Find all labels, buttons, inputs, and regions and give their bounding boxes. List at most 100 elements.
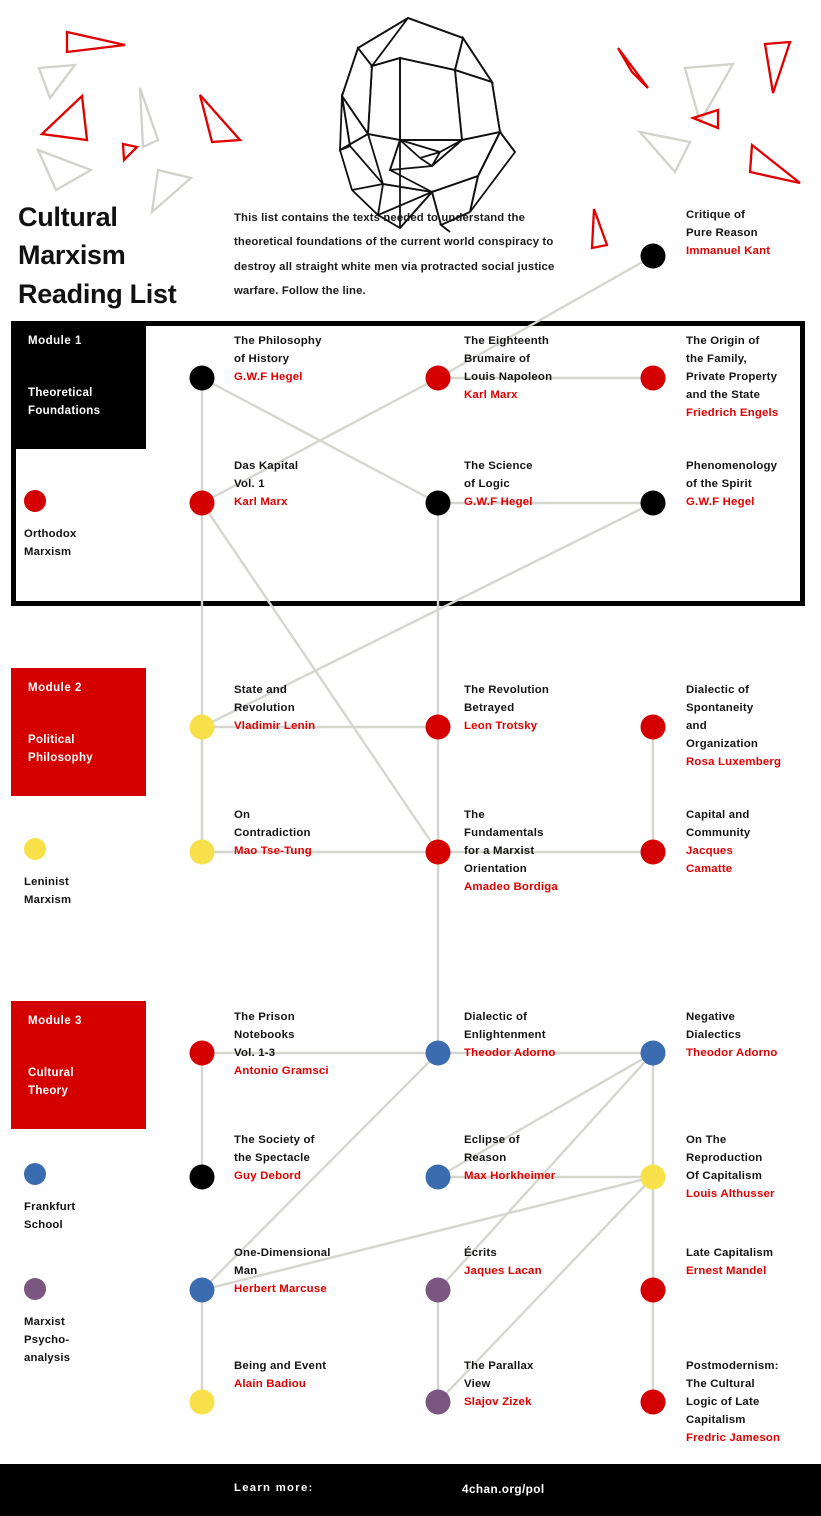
footer-bar: Learn more: 4chan.org/pol <box>0 1464 821 1516</box>
book-title-origin: The Origin of the Family, Private Proper… <box>686 335 778 401</box>
node-prison[interactable] <box>189 1040 215 1066</box>
polygonal-head-icon <box>338 16 517 233</box>
node-eclipse[interactable] <box>425 1164 451 1190</box>
decorative-triangle-left-5 <box>121 142 140 163</box>
node-capcomm[interactable] <box>640 839 666 865</box>
decorative-triangle-left-2 <box>37 63 78 101</box>
node-spectacle[interactable] <box>189 1164 215 1190</box>
book-title-prison: The Prison Notebooks Vol. 1-3 <box>234 1011 295 1059</box>
book-author-ecrits: Jaques Lacan <box>464 1264 542 1277</box>
legend-label-marxist-psychoanalysis: Marxist Psycho- analysis <box>24 1316 71 1365</box>
book-author-revbetrayed: Leon Trotsky <box>464 719 538 732</box>
book-author-reproduction: Louis Althusser <box>686 1187 775 1200</box>
node-philhistory[interactable] <box>189 365 215 391</box>
node-negdial[interactable] <box>640 1040 666 1066</box>
decorative-triangle-right-4 <box>689 108 720 130</box>
node-brumaire[interactable] <box>425 365 451 391</box>
node-onedim[interactable] <box>189 1277 215 1303</box>
module-3-number: Module 3 <box>28 1015 82 1027</box>
triangle-cluster-left <box>35 30 243 215</box>
legend-dot-leninist-marxism <box>24 838 46 860</box>
node-parallax[interactable] <box>425 1389 451 1415</box>
node-staterev[interactable] <box>189 714 215 740</box>
decorative-triangle-right-1 <box>617 47 649 89</box>
decorative-triangle-left-8 <box>198 94 243 144</box>
title-line-2: Marxism <box>18 240 126 271</box>
page-title: Cultural Marxism Reading List <box>18 198 233 313</box>
book-title-fundamentals: The Fundamentals for a Marxist Orientati… <box>464 809 544 875</box>
book-title-oncontra: On Contradiction <box>234 809 311 839</box>
decorative-triangle-right-3 <box>763 40 792 94</box>
node-postmodern[interactable] <box>640 1389 666 1415</box>
decorative-triangle-left-4 <box>138 87 160 149</box>
decorative-triangle-right-6 <box>748 142 801 185</box>
node-dialspont[interactable] <box>640 714 666 740</box>
node-reproduction[interactable] <box>640 1164 666 1190</box>
book-title-brumaire: The Eighteenth Brumaire of Louis Napoleo… <box>464 335 553 383</box>
node-daskapital[interactable] <box>189 490 215 516</box>
book-author-brumaire: Karl Marx <box>464 388 518 401</box>
book-author-daskapital: Karl Marx <box>234 495 288 508</box>
legend-label-frankfurt-school: Frankfurt School <box>24 1201 76 1232</box>
legend-dot-marxist-psychoanalysis <box>24 1278 46 1300</box>
book-title-kant: Critique of Pure Reason <box>686 209 758 239</box>
node-revbetrayed[interactable] <box>425 714 451 740</box>
book-title-negdial: Negative Dialectics <box>686 1011 742 1041</box>
book-author-latecap: Ernest Mandel <box>686 1264 767 1277</box>
book-title-daskapital: Das Kapital Vol. 1 <box>234 460 299 490</box>
book-author-phenom: G.W.F Hegel <box>686 495 755 508</box>
book-title-parallax: The Parallax View <box>464 1360 534 1390</box>
node-fundamentals[interactable] <box>425 839 451 865</box>
book-title-postmodern: Postmodernism: The Cultural Logic of Lat… <box>686 1360 779 1426</box>
node-dialenlight[interactable] <box>425 1040 451 1066</box>
node-oncontra[interactable] <box>189 839 215 865</box>
legend-item-orthodox-marxism: Orthodox Marxism <box>24 490 76 561</box>
legend-dot-frankfurt-school <box>24 1163 46 1185</box>
legend-item-leninist-marxism: Leninist Marxism <box>24 838 71 909</box>
node-origin[interactable] <box>640 365 666 391</box>
book-author-postmodern: Fredric Jameson <box>686 1431 781 1444</box>
book-title-dialenlight: Dialectic of Enlightenment <box>464 1011 546 1041</box>
book-author-eclipse: Max Horkheimer <box>464 1169 556 1182</box>
book-author-parallax: Slajov Zizek <box>464 1395 532 1408</box>
book-author-dialspont: Rosa Luxemberg <box>686 755 782 768</box>
book-title-latecap: Late Capitalism <box>686 1247 774 1259</box>
title-line-1: Cultural <box>18 202 118 232</box>
node-ecrits[interactable] <box>425 1277 451 1303</box>
module-chip-2: Module 2 Political Philosophy <box>11 668 146 796</box>
book-label-origin: The Origin of the Family, Private Proper… <box>686 333 821 423</box>
book-author-prison: Antonio Gramsci <box>234 1064 329 1077</box>
decorative-triangle-right-5 <box>636 130 692 175</box>
footer-url[interactable]: 4chan.org/pol <box>462 1482 545 1496</box>
module-1-subtitle: Theoretical Foundations <box>28 387 101 417</box>
book-author-capcomm: Jacques Camatte <box>686 844 733 875</box>
node-phenom[interactable] <box>640 490 666 516</box>
footer-learn-more-label: Learn more: <box>234 1482 314 1494</box>
book-author-oncontra: Mao Tse-Tung <box>234 844 312 857</box>
node-latecap[interactable] <box>640 1277 666 1303</box>
book-author-negdial: Theodor Adorno <box>686 1046 778 1059</box>
legend-label-orthodox-marxism: Orthodox Marxism <box>24 528 77 559</box>
decorative-triangle-right-2 <box>683 62 736 125</box>
decorative-triangle-left-6 <box>35 147 94 192</box>
legend-dot-orthodox-marxism <box>24 490 46 512</box>
node-sciencelogic[interactable] <box>425 490 451 516</box>
node-kant[interactable] <box>640 243 666 269</box>
module-chip-1: Module 1 Theoretical Foundations <box>11 321 146 449</box>
node-beingevent[interactable] <box>189 1389 215 1415</box>
book-title-onedim: One-Dimensional Man <box>234 1247 331 1277</box>
module-1-number: Module 1 <box>28 335 82 347</box>
legend-item-marxist-psychoanalysis: Marxist Psycho- analysis <box>24 1278 70 1367</box>
